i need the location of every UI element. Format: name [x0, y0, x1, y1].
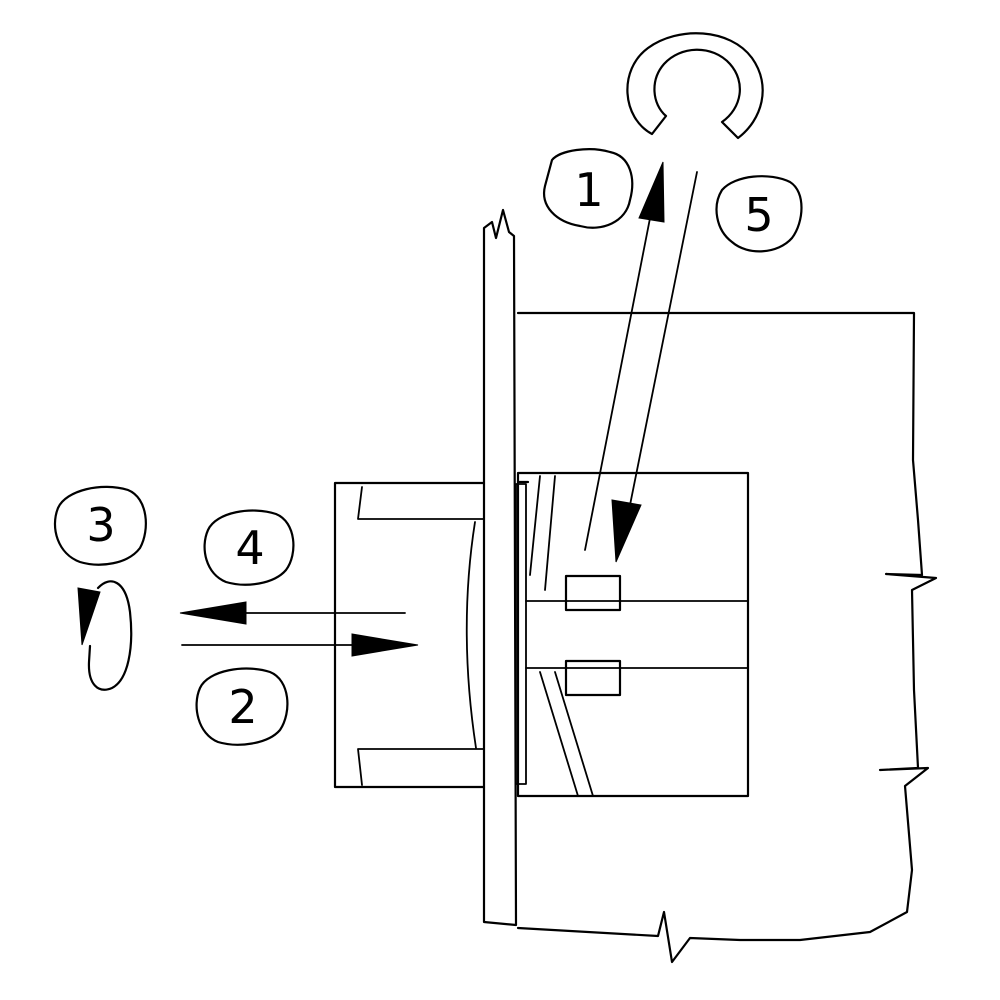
lower-latch-block [564, 659, 622, 697]
step-label-5: 5 [744, 188, 773, 242]
housing-body [516, 311, 938, 964]
rotation-loop-icon [77, 580, 133, 691]
arrow-step-1 [584, 161, 665, 551]
wall-panel [482, 208, 518, 927]
step-bubble-4: 4 [203, 509, 295, 586]
rotation-ring-icon [626, 32, 764, 140]
step-bubble-5: 5 [715, 175, 803, 253]
step-bubble-3: 3 [53, 485, 147, 566]
upper-latch-block [564, 574, 622, 612]
step-bubble-2: 2 [195, 667, 289, 746]
inner-housing [515, 471, 750, 798]
step-label-3: 3 [86, 498, 115, 552]
step-label-1: 1 [574, 163, 603, 217]
arrow-step-4 [179, 601, 406, 625]
step-bubble-1: 1 [542, 148, 634, 229]
arrow-step-2 [181, 633, 419, 657]
step-label-4: 4 [235, 521, 264, 575]
step-label-2: 2 [228, 680, 257, 734]
connector-plug [333, 481, 486, 789]
arrow-step-5 [611, 171, 698, 563]
